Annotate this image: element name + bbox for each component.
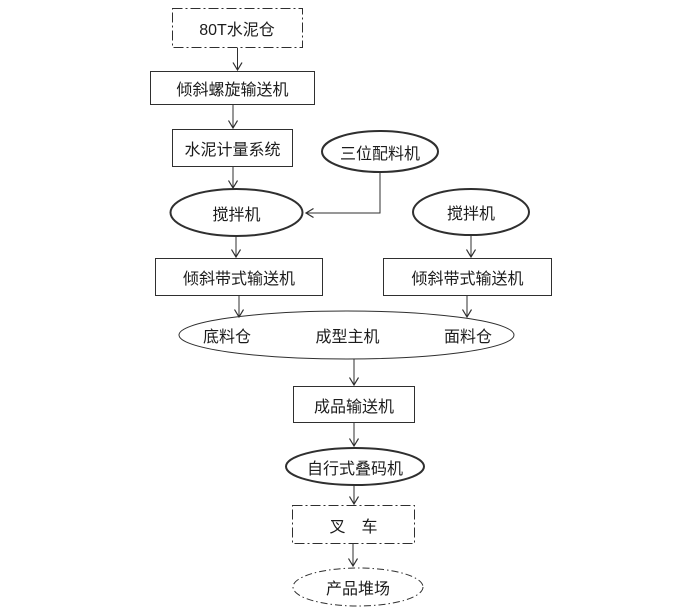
- mixer-left-ellipse: [169, 188, 304, 237]
- connector-batcher-to-mixer-left: [306, 172, 381, 213]
- forklift-box: [292, 505, 415, 544]
- metering-system-box: [172, 129, 293, 167]
- mixer-right-ellipse: [412, 188, 530, 236]
- screw-conveyor-box: [150, 71, 315, 105]
- belt-conveyor-right-box: [383, 258, 552, 296]
- product-conveyor-box: [293, 386, 415, 423]
- forming-station-ellipse: [178, 310, 515, 360]
- belt-conveyor-left-box: [155, 258, 323, 296]
- cement-silo-box: [172, 8, 303, 48]
- product-yard-ellipse: [292, 567, 424, 607]
- stacker-ellipse: [285, 447, 425, 486]
- batching-machine-ellipse: [321, 130, 439, 173]
